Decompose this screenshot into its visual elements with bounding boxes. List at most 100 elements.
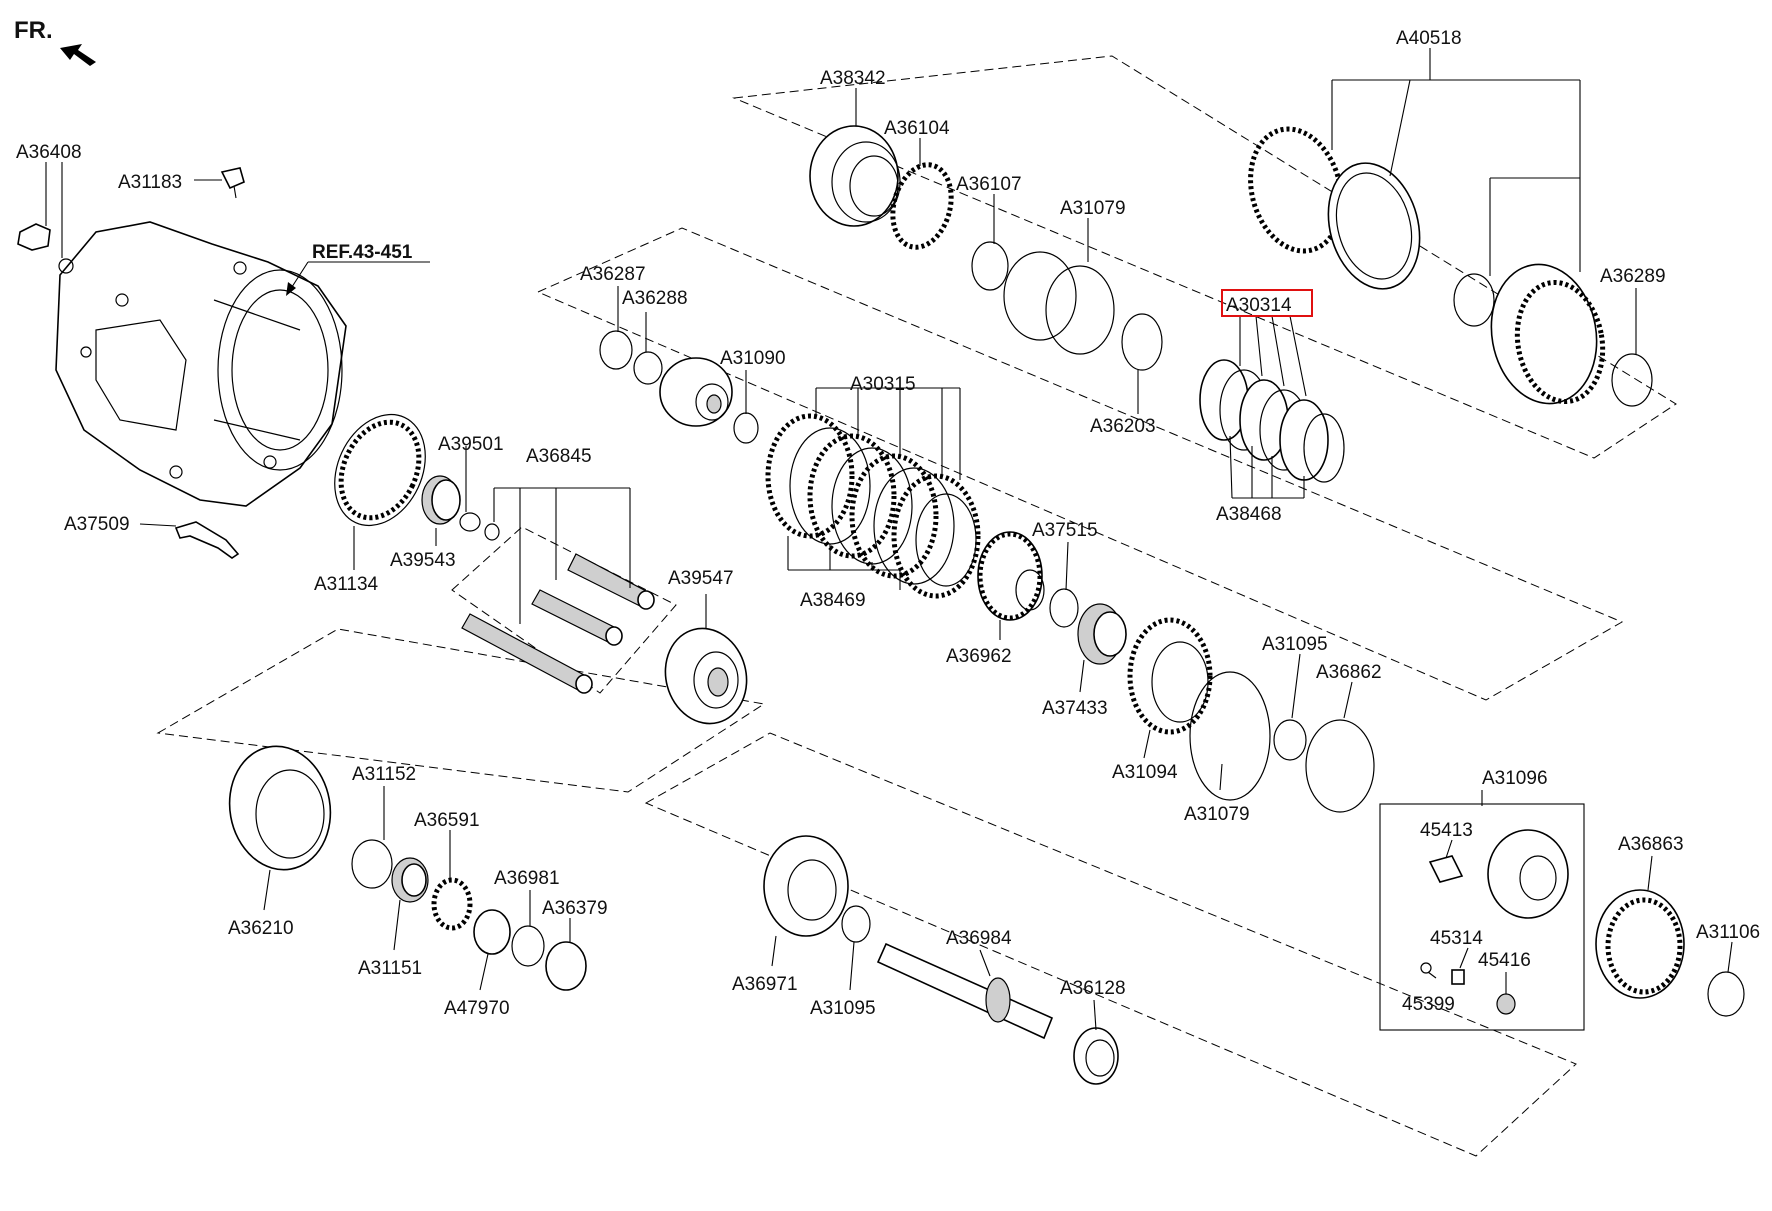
callout-a36107[interactable]: A36107 [956, 174, 1022, 195]
callout-a31151[interactable]: A31151 [358, 958, 422, 979]
a30315-clutch-pack-part [765, 413, 981, 599]
a36845-ring-part [484, 523, 500, 541]
callout-a36863[interactable]: A36863 [1618, 834, 1684, 855]
a37433-bearing-part [1077, 603, 1127, 665]
callout-a40518[interactable]: A40518 [1396, 28, 1462, 49]
callout-45399[interactable]: 45399 [1402, 994, 1455, 1015]
a36128-bearing-part [1073, 1027, 1119, 1085]
callout-a31106[interactable]: A31106 [1696, 922, 1760, 943]
callout-a38469[interactable]: A38469 [800, 590, 866, 611]
lower-assembly-box [644, 732, 1577, 1157]
a36591-gear-part [431, 877, 473, 931]
a36845-shaft-parts [461, 553, 655, 694]
callout-a31096[interactable]: A31096 [1482, 768, 1548, 789]
a36107-snap-ring-part [971, 241, 1009, 291]
a31152-snap-ring-part [351, 839, 393, 889]
callout-45413[interactable]: 45413 [1420, 820, 1473, 841]
callout-a31095-bottom[interactable]: A31095 [810, 998, 876, 1019]
callout-a36288[interactable]: A36288 [622, 288, 688, 309]
a37509-lever-part [174, 521, 240, 559]
transmission-case-part [55, 221, 347, 507]
callout-a37433[interactable]: A37433 [1042, 698, 1108, 719]
callout-a31095-mid[interactable]: A31095 [1262, 634, 1328, 655]
a36863-ring-gear-part [1595, 889, 1685, 999]
shaft-group-box [451, 526, 677, 694]
callout-a31152[interactable]: A31152 [352, 764, 416, 785]
a36288-ring-part [633, 351, 663, 385]
callout-a36984[interactable]: A36984 [946, 928, 1012, 949]
a31094-gear-part [1127, 617, 1213, 735]
callout-a36981[interactable]: A36981 [494, 868, 560, 889]
callout-a31090[interactable]: A31090 [720, 348, 786, 369]
a31079-top-ring-part [1003, 251, 1115, 355]
a39547-carrier-part [664, 627, 748, 725]
callout-a36962[interactable]: A36962 [946, 646, 1012, 667]
a36379-seal-part [545, 941, 587, 991]
a31151-bearing-part [391, 857, 429, 903]
a38342-piston-part [809, 125, 901, 227]
a36984-shaft-part [876, 942, 1054, 1040]
callout-a31183[interactable]: A31183 [118, 172, 182, 193]
callout-a38468[interactable]: A38468 [1216, 504, 1282, 525]
callout-a39501[interactable]: A39501 [438, 434, 504, 455]
a31106-ring-part [1707, 971, 1745, 1017]
a36210-housing-part [228, 745, 332, 871]
leader-lines [45, 48, 1733, 1031]
a36862-ring-part [1305, 719, 1375, 813]
a31095-mid-washer-part [1273, 719, 1307, 761]
callout-45314[interactable]: 45314 [1430, 928, 1483, 949]
ref-label[interactable]: REF.43-451 [312, 242, 413, 263]
callout-45416[interactable]: 45416 [1478, 950, 1531, 971]
a36104-spring-part [890, 162, 954, 250]
highlight-box [1221, 289, 1313, 317]
a31183-sensor-part [220, 167, 245, 199]
callout-a38342[interactable]: A38342 [820, 68, 886, 89]
callout-a31134[interactable]: A31134 [314, 574, 379, 595]
callout-a47970[interactable]: A47970 [444, 998, 510, 1019]
callout-a31094[interactable]: A31094 [1112, 762, 1178, 783]
a39501-washer-part [459, 512, 481, 532]
upper-assembly-box [732, 55, 1677, 459]
a36981-snap-ring-part [511, 925, 545, 967]
callout-a31079-bottom[interactable]: A31079 [1184, 804, 1250, 825]
callout-a37509[interactable]: A37509 [64, 514, 130, 535]
a40518-gear-part [1248, 126, 1606, 405]
callout-a36408[interactable]: A36408 [16, 142, 82, 163]
a31134-ring-part [334, 413, 426, 527]
a36287-snap-ring-part [599, 330, 633, 370]
a36408-bolt-part [17, 223, 74, 274]
a36289-snap-ring-part [1611, 353, 1653, 407]
direction-label: FR. [14, 17, 53, 44]
a31090-hub-part [659, 357, 733, 427]
callout-a39543[interactable]: A39543 [390, 550, 456, 571]
a31096-kit-parts [1420, 829, 1569, 1015]
callout-a36971[interactable]: A36971 [732, 974, 798, 995]
a36962-gear-part [977, 531, 1045, 621]
callout-a30314[interactable]: A30314 [1226, 295, 1292, 316]
callout-a36210[interactable]: A36210 [228, 918, 294, 939]
a39543-bearing-part [421, 475, 461, 525]
a31090-washer-part [733, 412, 759, 444]
callout-a36862[interactable]: A36862 [1316, 662, 1382, 683]
callout-a31079-top[interactable]: A31079 [1060, 198, 1126, 219]
callout-a36203[interactable]: A36203 [1090, 416, 1156, 437]
a37515-washer-part [1049, 588, 1079, 628]
a31095-bottom-washer-part [841, 905, 871, 943]
callout-a36128[interactable]: A36128 [1060, 978, 1126, 999]
lower-left-assembly-box [156, 628, 766, 793]
a36203-ring-part [1121, 313, 1163, 371]
callout-a39547[interactable]: A39547 [668, 568, 734, 589]
callout-a36379[interactable]: A36379 [542, 898, 608, 919]
callout-a36591[interactable]: A36591 [414, 810, 480, 831]
callout-a36845[interactable]: A36845 [526, 446, 592, 467]
a47970-bearing-part [473, 909, 511, 955]
middle-assembly-box [536, 227, 1624, 701]
callout-a30315[interactable]: A30315 [850, 374, 916, 395]
direction-arrow-icon [60, 44, 96, 66]
callout-a36104[interactable]: A36104 [884, 118, 950, 139]
callout-a36287[interactable]: A36287 [580, 264, 646, 285]
a36971-carrier-part [763, 835, 849, 937]
callout-a37515[interactable]: A37515 [1032, 520, 1098, 541]
callout-a36289[interactable]: A36289 [1600, 266, 1666, 287]
